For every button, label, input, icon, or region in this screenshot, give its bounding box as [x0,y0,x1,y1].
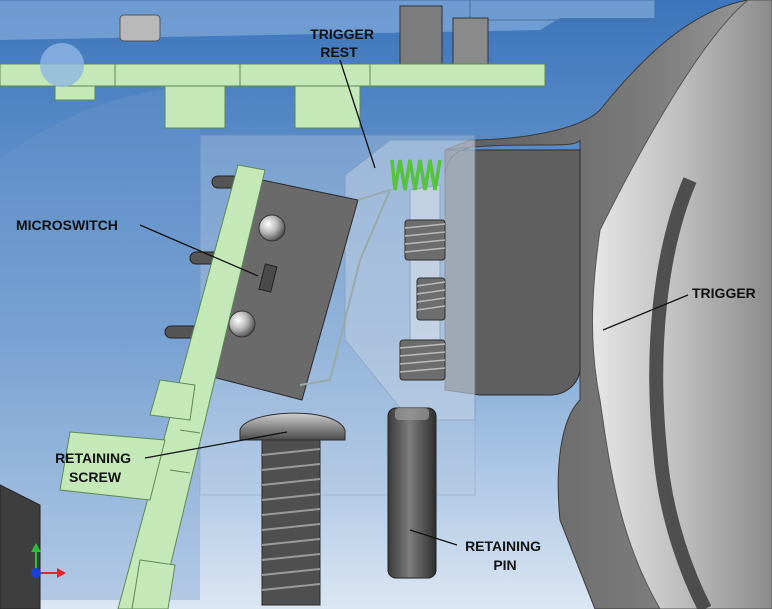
leader-lines [139,59,689,546]
lower-left-component [0,484,41,609]
switch-pcb [59,164,266,609]
top-pcb [0,43,546,129]
trigger-spring-green [390,159,442,191]
retaining-screw [239,412,346,606]
label-trigger: TRIGGER [692,285,756,301]
callouts: TRIGGER REST MICROSWITCH TRIGGER RETAINI… [16,26,756,573]
label-trigger-rest: TRIGGER REST [310,26,378,60]
retaining-pin [387,407,437,579]
compression-springs [399,219,446,381]
label-microswitch: MICROSWITCH [16,217,118,233]
trigger [444,0,772,609]
label-retaining-screw: RETAINING SCREW [55,450,135,485]
label-retaining-pin: RETAINING PIN [465,538,545,573]
axis-triad-icon [31,543,66,578]
